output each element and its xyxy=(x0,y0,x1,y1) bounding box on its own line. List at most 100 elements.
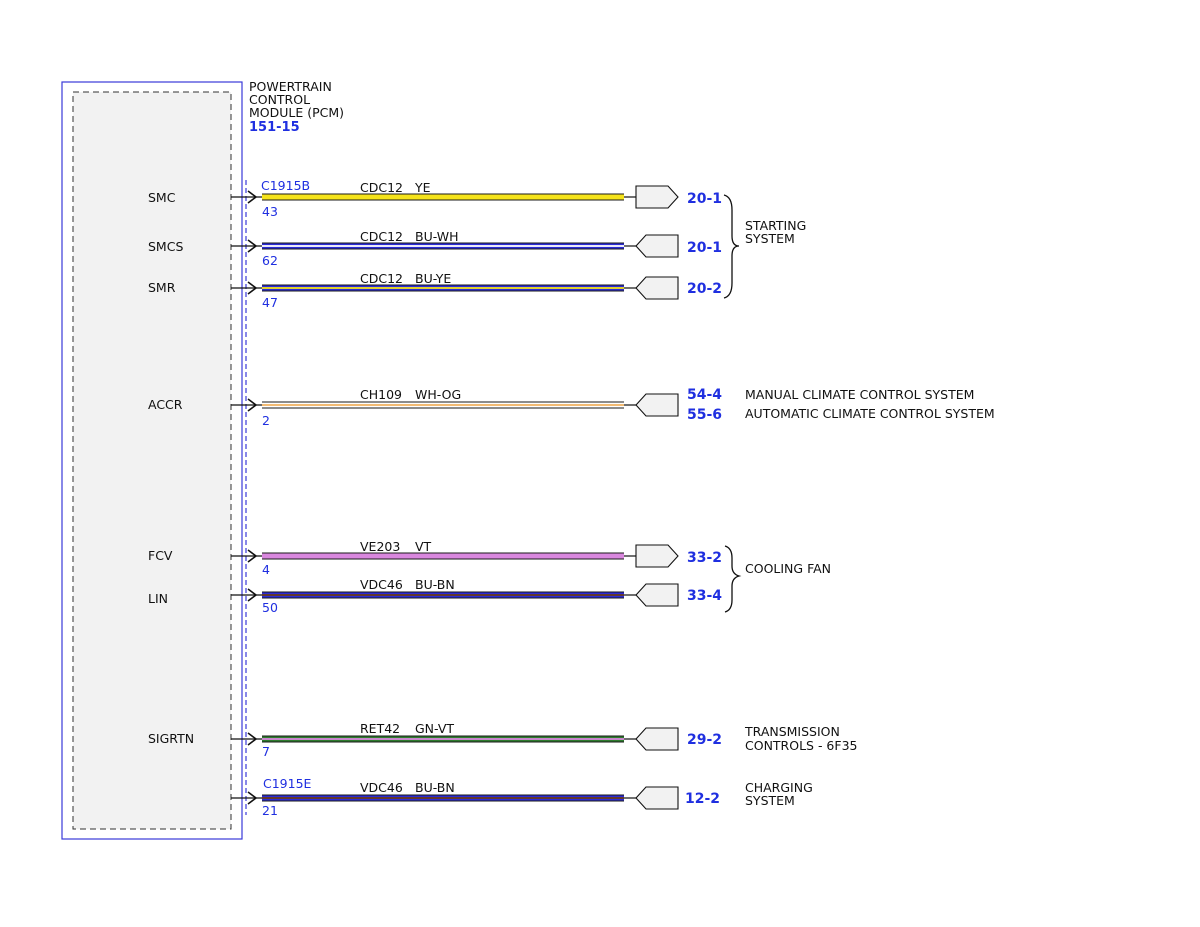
pin-number: 7 xyxy=(262,744,270,759)
connector-terminal-icon xyxy=(635,276,679,300)
pin-arrow-icon xyxy=(247,190,258,204)
wire-stripe xyxy=(262,594,624,596)
circuit-id: CH109 xyxy=(360,387,402,402)
pin-number: 47 xyxy=(262,295,278,310)
pin-arrow-icon xyxy=(247,791,258,805)
page-ref[interactable]: 12-2 xyxy=(685,791,720,807)
wire-stripe xyxy=(262,404,624,406)
brace-starting xyxy=(723,194,740,299)
pcm-module: POWERTRAIN CONTROL MODULE (PCM) 151-15 xyxy=(61,79,344,840)
wire-color-code: VT xyxy=(415,539,432,554)
system-charging-line-2: SYSTEM xyxy=(745,793,795,808)
wire-group xyxy=(231,393,679,417)
page-ref[interactable]: 20-1 xyxy=(687,191,722,207)
pin-label: SMC xyxy=(148,190,176,205)
pcm-inner-body xyxy=(72,91,232,830)
circuit-row-smc: SMC C1915B 43 CDC12 YE 20-1 xyxy=(148,178,722,219)
system-starting-line-2: SYSTEM xyxy=(745,231,795,246)
connector-terminal-icon xyxy=(635,583,679,607)
circuit-id: CDC12 xyxy=(360,271,403,286)
system-cooling-fan: COOLING FAN xyxy=(745,561,831,576)
page-ref[interactable]: 29-2 xyxy=(687,732,722,748)
wire-stripe xyxy=(262,245,624,247)
wire-group xyxy=(231,234,679,258)
connector-terminal-icon xyxy=(635,185,679,209)
brace-shape xyxy=(724,545,742,613)
pcm-title-line-1: POWERTRAIN xyxy=(249,79,332,94)
pin-label: ACCR xyxy=(148,397,183,412)
wire-group xyxy=(231,583,679,607)
connector-terminal-icon xyxy=(635,393,679,417)
circuit-row-smr: SMR 47 CDC12 BU-YE 20-2 xyxy=(148,271,722,310)
wire-group xyxy=(231,185,679,209)
brace-cooling-fan xyxy=(724,545,742,613)
page-ref[interactable]: 54-4 xyxy=(687,387,722,403)
wire-primary xyxy=(262,553,624,559)
page-ref[interactable]: 55-6 xyxy=(687,407,722,423)
pin-arrow-icon xyxy=(247,549,258,563)
wire-stripe xyxy=(262,287,624,289)
wire-color-code: GN-VT xyxy=(415,721,454,736)
pin-arrow-icon xyxy=(247,398,258,412)
pin-number: 43 xyxy=(262,204,278,219)
wire-stripe xyxy=(262,797,624,799)
system-starting-line-1: STARTING xyxy=(745,218,806,233)
pin-number: 2 xyxy=(262,413,270,428)
pin-arrow-icon xyxy=(247,732,258,746)
system-transmission-line-2: CONTROLS - 6F35 xyxy=(745,738,857,753)
pin-arrow-icon xyxy=(247,281,258,295)
wire-group xyxy=(231,544,679,568)
circuit-row-charging: C1915E 21 VDC46 BU-BN 12-2 xyxy=(262,776,720,818)
wire-group xyxy=(231,276,679,300)
system-transmission-line-1: TRANSMISSION xyxy=(744,724,840,739)
pin-arrow-icon xyxy=(247,239,258,253)
system-manual-climate: MANUAL CLIMATE CONTROL SYSTEM xyxy=(745,387,974,402)
pin-label: FCV xyxy=(148,548,173,563)
page-ref[interactable]: 33-4 xyxy=(687,588,722,604)
circuit-id: CDC12 xyxy=(360,229,403,244)
wire-color-code: YE xyxy=(414,180,431,195)
connector-label: C1915B xyxy=(261,178,310,193)
circuit-id: VDC46 xyxy=(360,577,403,592)
connector-terminal-icon xyxy=(635,786,679,810)
pcm-title-line-3: MODULE (PCM) xyxy=(249,105,344,120)
wire-stripe xyxy=(262,738,624,740)
pin-number: 62 xyxy=(262,253,278,268)
circuit-id: VDC46 xyxy=(360,780,403,795)
wire-group xyxy=(231,786,679,810)
circuit-row-accr: ACCR 2 CH109 WH-OG 54-4 55-6 xyxy=(148,387,722,428)
wire-color-code: WH-OG xyxy=(415,387,461,402)
circuit-row-fcv: FCV 4 VE203 VT 33-2 xyxy=(148,539,722,577)
pcm-ref: 151-15 xyxy=(249,120,300,135)
wire-color-code: BU-BN xyxy=(415,780,455,795)
wire-color-code: BU-WH xyxy=(415,229,459,244)
pcm-title-line-2: CONTROL xyxy=(249,92,310,107)
pin-label: LIN xyxy=(148,591,168,606)
wire-group xyxy=(231,727,679,751)
page-ref[interactable]: 20-1 xyxy=(687,240,722,256)
circuit-row-sigrtn: SIGRTN 7 RET42 GN-VT 29-2 xyxy=(148,721,722,759)
connector-label: C1915E xyxy=(263,776,312,791)
system-labels: STARTING SYSTEM MANUAL CLIMATE CONTROL S… xyxy=(744,218,995,808)
wires-layer xyxy=(231,185,679,810)
wire-color-code: BU-BN xyxy=(415,577,455,592)
pin-label: SMR xyxy=(148,280,176,295)
system-charging-line-1: CHARGING xyxy=(745,780,813,795)
pin-arrow-icon xyxy=(247,588,258,602)
pin-number: 4 xyxy=(262,562,270,577)
connector-terminal-icon xyxy=(635,234,679,258)
circuit-row-lin: LIN 50 VDC46 BU-BN 33-4 xyxy=(148,577,722,615)
pin-label: SMCS xyxy=(148,239,183,254)
pin-number: 50 xyxy=(262,600,278,615)
brace-shape xyxy=(723,194,740,299)
wire-primary xyxy=(262,194,624,200)
circuit-id: CDC12 xyxy=(360,180,403,195)
circuit-id: VE203 xyxy=(360,539,400,554)
page-ref[interactable]: 33-2 xyxy=(687,550,722,566)
page-ref[interactable]: 20-2 xyxy=(687,281,722,297)
pin-number: 21 xyxy=(262,803,278,818)
circuit-id: RET42 xyxy=(360,721,400,736)
circuit-row-smcs: SMCS 62 CDC12 BU-WH 20-1 xyxy=(148,229,722,268)
system-automatic-climate: AUTOMATIC CLIMATE CONTROL SYSTEM xyxy=(745,406,995,421)
